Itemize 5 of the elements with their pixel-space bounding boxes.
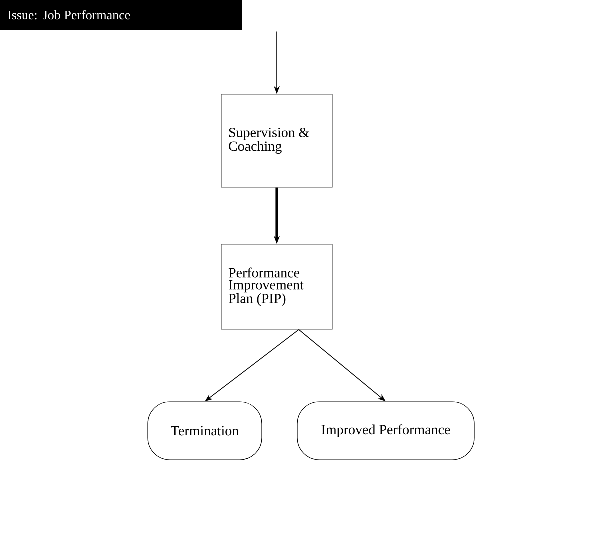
outcome-terminal: Termination bbox=[148, 402, 262, 460]
outcome-terminal: Improved Performance bbox=[297, 402, 475, 460]
process-box: Supervision & Coaching bbox=[221, 94, 333, 188]
title-banner: Issue: Job Performance bbox=[0, 0, 242, 30]
process-box: Performance Improvement Plan (PIP) bbox=[221, 244, 333, 330]
